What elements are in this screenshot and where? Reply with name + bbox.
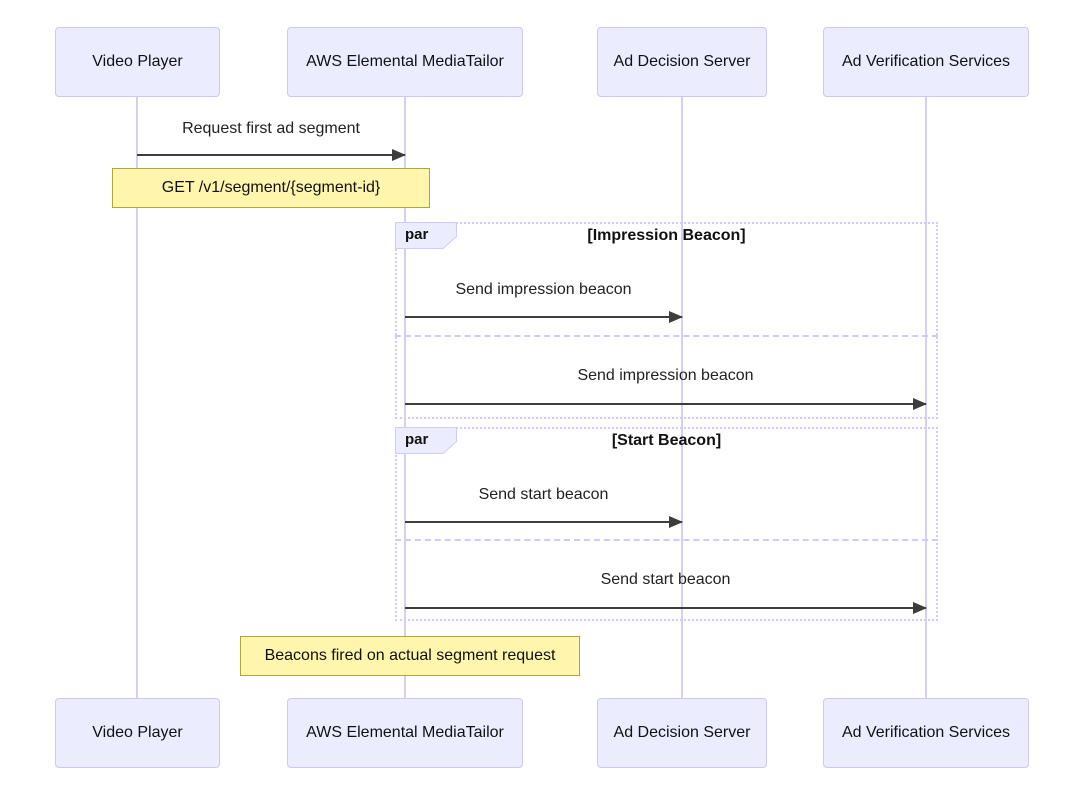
lifeline-mediatailor	[404, 97, 406, 698]
lifeline-video-player	[136, 97, 138, 698]
par-label: par	[395, 427, 457, 454]
par-block-start-beacon	[395, 427, 938, 621]
message-arrow-send-start-beacon-ads	[405, 516, 683, 528]
arrowhead-icon	[669, 516, 683, 528]
message-label-send-impression-beacon-ads: Send impression beacon	[455, 281, 632, 298]
message-label-send-start-beacon-avs: Send start beacon	[600, 571, 731, 588]
message-arrow-send-impression-beacon-ads	[405, 311, 683, 323]
actor-ad-decision-server-top: Ad Decision Server	[597, 27, 767, 97]
lifeline-ad-decision-server	[681, 97, 683, 698]
arrowhead-icon	[669, 311, 683, 323]
par-condition-start-beacon: [Start Beacon]	[611, 432, 722, 449]
par-block-impression-beacon	[395, 222, 938, 419]
par-label: par	[395, 222, 457, 249]
actor-ad-verification-bottom: Ad Verification Services	[823, 698, 1029, 768]
note-get-segment: GET /v1/segment/{segment-id}	[112, 168, 430, 208]
actor-mediatailor-top: AWS Elemental MediaTailor	[287, 27, 523, 97]
message-label-request-first-ad-segment: Request first ad segment	[182, 120, 360, 137]
actor-ad-verification-top: Ad Verification Services	[823, 27, 1029, 97]
message-label-send-impression-beacon-avs: Send impression beacon	[577, 367, 754, 384]
par-label-shape	[395, 427, 457, 454]
par-label-shape	[395, 222, 457, 249]
par-divider	[395, 539, 938, 541]
par-condition-impression-beacon: [Impression Beacon]	[587, 227, 746, 244]
par-divider	[395, 335, 938, 337]
message-arrow-send-start-beacon-avs	[405, 602, 927, 614]
actor-mediatailor-bottom: AWS Elemental MediaTailor	[287, 698, 523, 768]
message-arrow-request-first-ad-segment	[137, 149, 406, 161]
actor-video-player-bottom: Video Player	[55, 698, 220, 768]
par-label-text: par	[405, 226, 429, 243]
lifeline-ad-verification	[925, 97, 927, 698]
arrowhead-icon	[913, 602, 927, 614]
note-beacons-fired: Beacons fired on actual segment request	[240, 636, 580, 676]
arrowhead-icon	[913, 398, 927, 410]
message-arrow-send-impression-beacon-avs	[405, 398, 927, 410]
arrowhead-icon	[392, 149, 406, 161]
actor-ad-decision-server-bottom: Ad Decision Server	[597, 698, 767, 768]
actor-video-player-top: Video Player	[55, 27, 220, 97]
message-label-send-start-beacon-ads: Send start beacon	[478, 486, 609, 503]
par-label-text: par	[405, 431, 429, 448]
